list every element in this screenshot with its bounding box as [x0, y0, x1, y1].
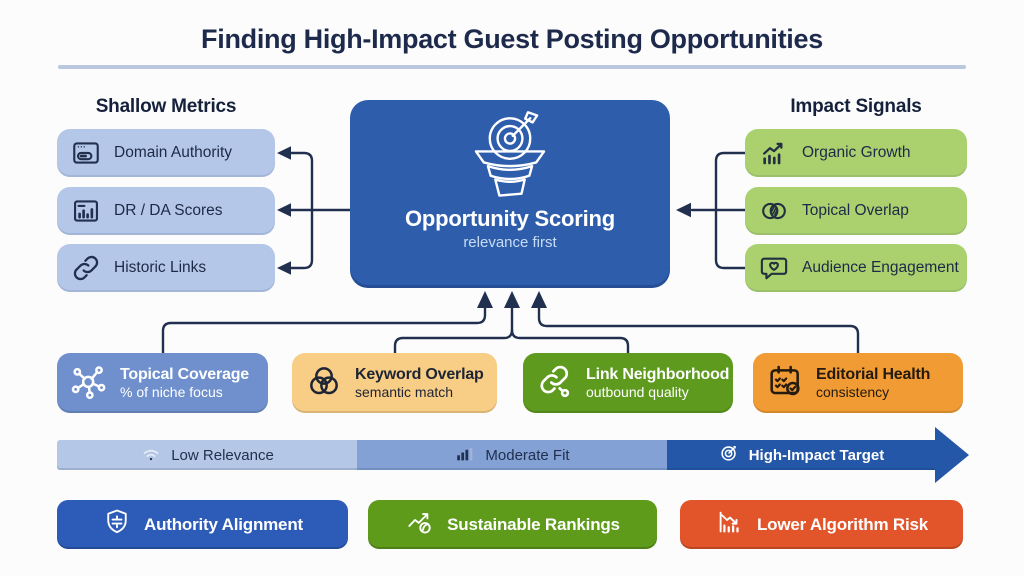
- signal-topical-overlap: Topical Overlap: [745, 187, 967, 235]
- chain-link-icon: [70, 252, 102, 284]
- metric-label: Audience Engagement: [802, 259, 959, 276]
- opportunity-scoring-box: Opportunity Scoring relevance first: [350, 100, 670, 288]
- scale-label: Moderate Fit: [485, 446, 570, 464]
- factor-link-neighborhood: Link Neighborhood outbound quality: [523, 353, 733, 413]
- growth-chart-icon: [758, 137, 790, 169]
- factor-subtitle: % of niche focus: [120, 384, 223, 401]
- title-divider: [58, 65, 966, 69]
- factor-subtitle: semantic match: [355, 384, 454, 401]
- scale-arrowhead: [935, 427, 969, 483]
- bar-chart-frame-icon: [70, 195, 102, 227]
- link-node-icon: [535, 361, 575, 406]
- venn-overlap-icon: [758, 195, 790, 227]
- factor-topical-coverage: Topical Coverage % of niche focus: [57, 353, 268, 413]
- browser-window-icon: [70, 137, 102, 169]
- scale-segment-low-relevance: Low Relevance: [57, 440, 357, 470]
- decline-chart-icon: [715, 507, 745, 542]
- outcome-label: Authority Alignment: [144, 514, 303, 534]
- metric-domain-authority: Domain Authority: [57, 129, 275, 177]
- factor-subtitle: outbound quality: [586, 384, 689, 401]
- metric-historic-links: Historic Links: [57, 244, 275, 292]
- metric-label: Topical Overlap: [802, 202, 909, 219]
- chat-heart-icon: [758, 252, 790, 284]
- impact-signals-heading: Impact Signals: [790, 96, 922, 117]
- signal-bars-icon: [454, 442, 476, 468]
- factor-subtitle: consistency: [816, 384, 890, 401]
- factor-editorial-health: Editorial Health consistency: [753, 353, 963, 413]
- outcome-label: Sustainable Rankings: [447, 514, 620, 534]
- factor-title: Link Neighborhood: [586, 366, 730, 383]
- metric-label: DR / DA Scores: [114, 202, 223, 219]
- outcome-lower-algorithm-risk: Lower Algorithm Risk: [680, 500, 963, 549]
- factor-title: Topical Coverage: [120, 366, 249, 383]
- triple-venn-icon: [304, 361, 344, 406]
- outcome-authority-alignment: Authority Alignment: [57, 500, 348, 549]
- wifi-icon: [140, 442, 162, 468]
- factor-title: Keyword Overlap: [355, 366, 484, 383]
- center-subtitle: relevance first: [463, 234, 557, 251]
- metric-dr-da-scores: DR / DA Scores: [57, 187, 275, 235]
- funnel-target-icon: [464, 110, 556, 202]
- shield-align-icon: [102, 507, 132, 542]
- page-title: Finding High-Impact Guest Posting Opport…: [201, 24, 823, 54]
- shallow-metrics-heading: Shallow Metrics: [95, 96, 237, 117]
- calendar-check-icon: [765, 361, 805, 406]
- metric-label: Historic Links: [114, 259, 207, 276]
- outcome-sustainable-rankings: Sustainable Rankings: [368, 500, 657, 549]
- scale-segment-high-impact: High-Impact Target: [667, 440, 935, 470]
- network-node-icon: [69, 361, 109, 406]
- factor-keyword-overlap: Keyword Overlap semantic match: [292, 353, 497, 413]
- scale-segment-moderate-fit: Moderate Fit: [357, 440, 667, 470]
- center-title: Opportunity Scoring: [404, 206, 616, 231]
- scale-label: Low Relevance: [171, 446, 274, 464]
- metric-label: Domain Authority: [114, 144, 233, 161]
- outcome-label: Lower Algorithm Risk: [756, 514, 929, 534]
- target-icon: [718, 442, 740, 468]
- scale-label: High-Impact Target: [748, 446, 885, 464]
- factor-title: Editorial Health: [816, 366, 931, 383]
- metric-label: Organic Growth: [802, 144, 911, 161]
- growth-leaf-icon: [405, 507, 435, 542]
- signal-organic-growth: Organic Growth: [745, 129, 967, 177]
- signal-audience-engagement: Audience Engagement: [745, 244, 967, 292]
